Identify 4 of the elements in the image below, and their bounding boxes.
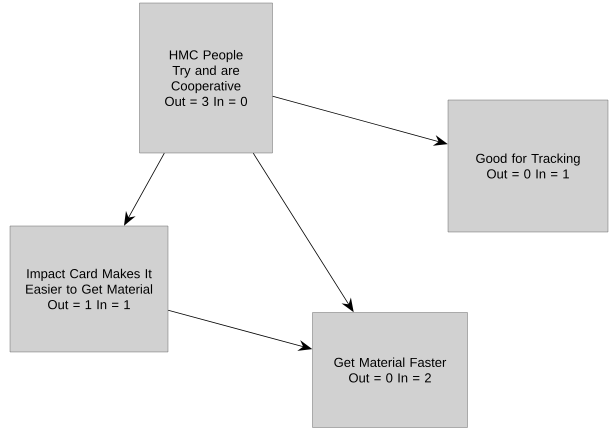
node-box: Impact Card Makes It Easier to Get Material Out = 1 In = 1	[10, 226, 168, 352]
node-box: HMC People Try and are Cooperative Out = 3 In = 0	[139, 2, 273, 154]
node-box: Get Material Faster Out = 0 In = 2	[312, 312, 468, 428]
node-box: Good for Tracking Out = 0 In = 1	[448, 100, 608, 232]
